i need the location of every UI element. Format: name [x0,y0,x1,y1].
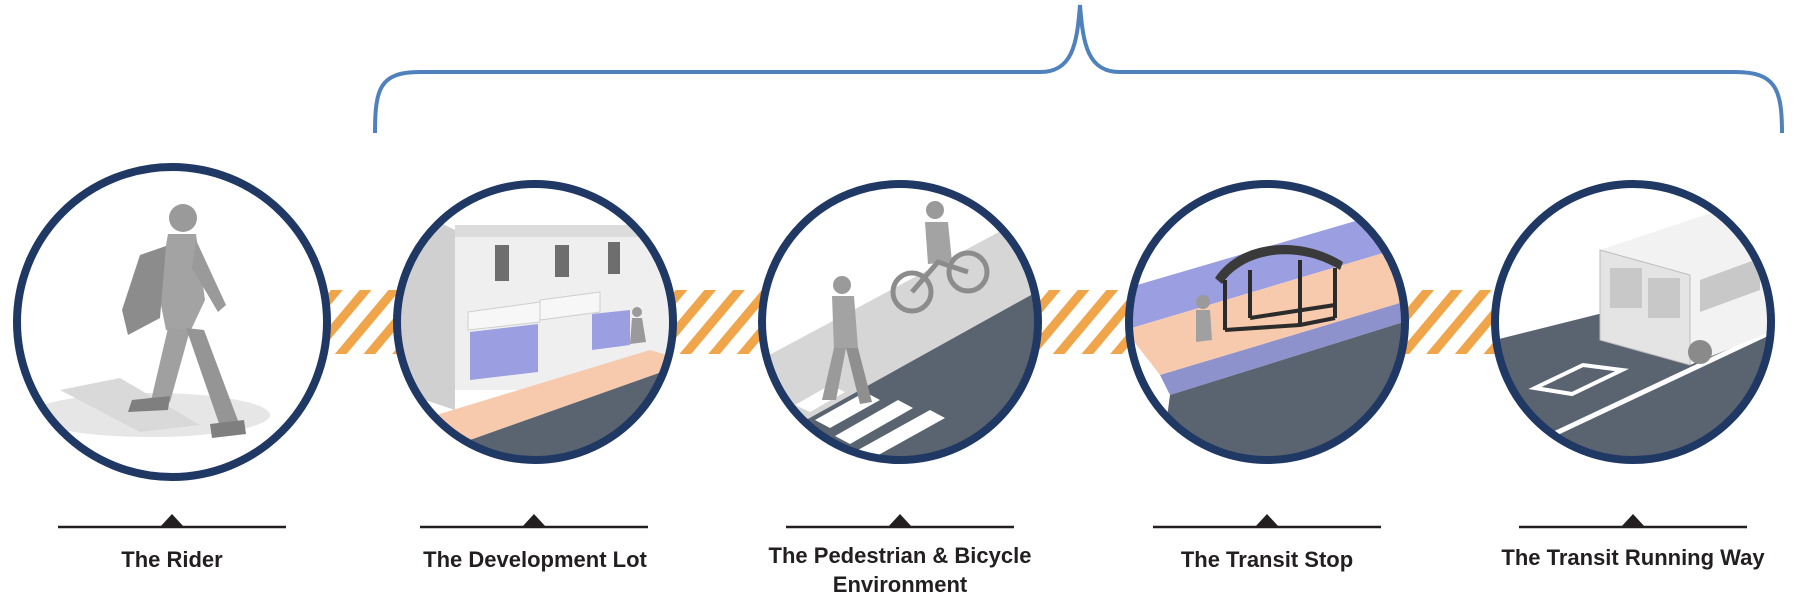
connector-4-5 [1402,290,1498,354]
label-markers [58,514,1747,529]
walking-person-icon [30,204,270,438]
connector-2-3 [670,290,766,354]
stage-rider [13,163,331,481]
label-running-way: The Transit Running Way [1501,545,1765,570]
label-marker-transit-stop [1153,514,1381,529]
stage-ped-bike [758,180,1042,464]
connector-1-2 [325,290,399,354]
stage-transit-stop [1125,180,1409,464]
pedestrian-cyclist-crosswalk-icon [762,201,1038,460]
stage-running-way [1491,180,1775,464]
bus-lane-icon [1495,210,1771,460]
connector-3-4 [1035,290,1133,354]
label-marker-rider [58,514,286,529]
hatched-connectors [325,290,1498,354]
stage-development-lot [393,180,677,464]
storefront-building-icon [397,184,673,460]
label-transit-stop: The Transit Stop [1180,547,1354,572]
label-rider: The Rider [121,547,223,572]
label-development-lot: The Development Lot [423,547,647,572]
grouping-brace [373,4,1784,134]
label-marker-running-way [1519,514,1747,529]
label-ped-bike: The Pedestrian & Bicycle Environment [768,543,1032,597]
label-marker-development-lot [420,514,648,529]
label-marker-ped-bike [786,514,1014,529]
